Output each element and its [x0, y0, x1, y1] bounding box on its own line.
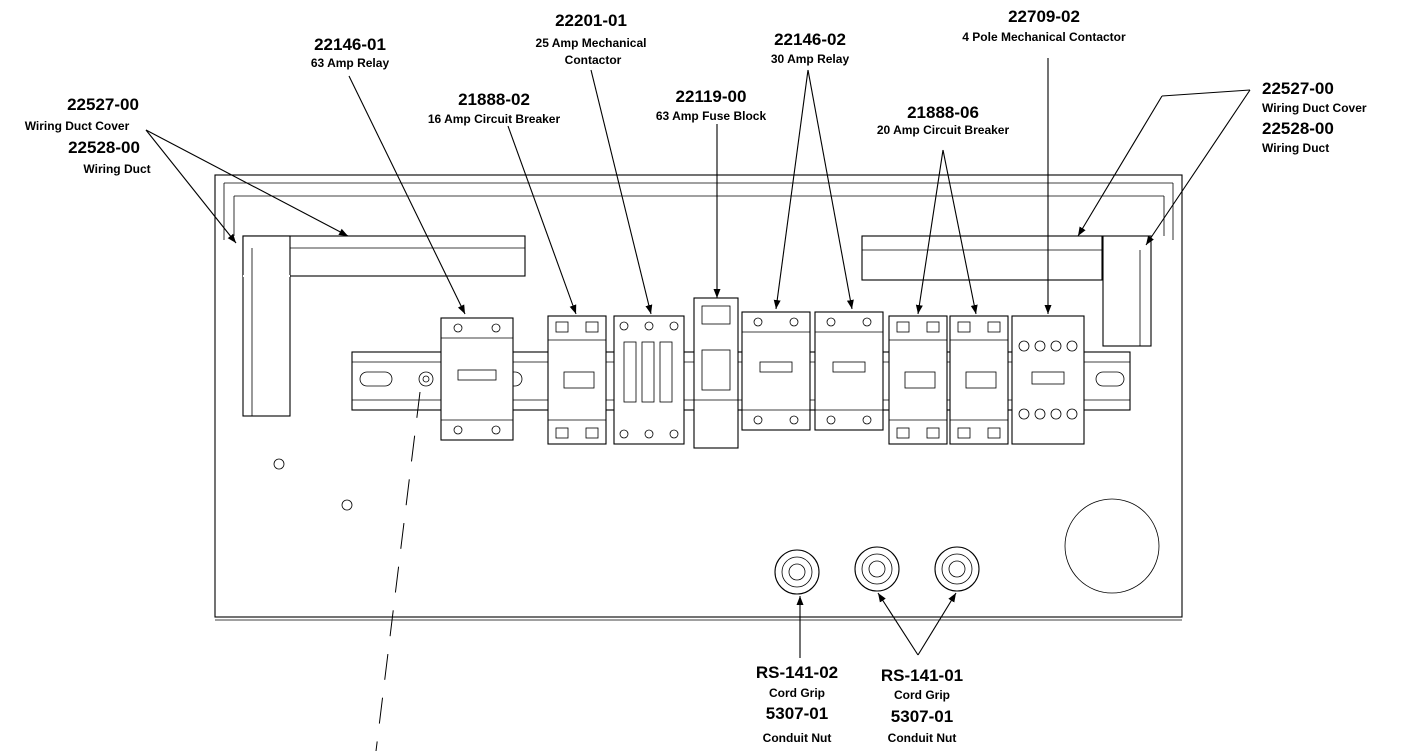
- circuit-breaker-20a-1: [888, 315, 948, 445]
- cord-grip-2: [854, 546, 900, 592]
- part-number: 21888-06: [907, 103, 979, 122]
- part-number: 22527-00: [67, 95, 139, 114]
- part-description: 63 Amp Fuse Block: [656, 109, 767, 123]
- part-description: Wiring Duct: [83, 162, 150, 176]
- wiring-duct-left: [242, 235, 526, 417]
- leader-lines: [145, 58, 1251, 751]
- part-description: Conduit Nut: [888, 731, 957, 745]
- callout-contactor-25a: 22201-01 25 Amp Mechanical Contactor: [536, 11, 647, 67]
- relay-30a-1: [741, 311, 811, 431]
- fuse-block-63a: [693, 297, 739, 449]
- wiring-duct-right: [861, 235, 1152, 347]
- callout-wiring-duct-left: 22527-00 Wiring Duct Cover 22528-00 Wiri…: [25, 95, 151, 176]
- part-number: 5307-01: [766, 704, 828, 723]
- cord-grip-3: [934, 546, 980, 592]
- part-number: 22146-02: [774, 30, 846, 49]
- callout-wiring-duct-right: 22527-00 Wiring Duct Cover 22528-00 Wiri…: [1262, 79, 1367, 155]
- callout-circuit-breaker-16a: 21888-02 16 Amp Circuit Breaker: [428, 90, 561, 126]
- mechanical-contactor-25a: [613, 315, 685, 445]
- part-description: 20 Amp Circuit Breaker: [877, 123, 1010, 137]
- part-number: RS-141-01: [881, 666, 963, 685]
- part-description: Wiring Duct Cover: [1262, 101, 1367, 115]
- enclosure-body: [214, 174, 1183, 621]
- part-number: 22527-00: [1262, 79, 1334, 98]
- callout-relay-30a: 22146-02 30 Amp Relay: [771, 30, 850, 66]
- part-description: Contactor: [565, 53, 622, 67]
- mounting-holes: [273, 458, 1160, 594]
- part-description: 30 Amp Relay: [771, 52, 850, 66]
- contactor-4-pole: [1011, 315, 1085, 445]
- cord-grip-1: [774, 549, 820, 595]
- part-description: Wiring Duct: [1262, 141, 1329, 155]
- part-number: 22119-00: [676, 87, 747, 106]
- callout-fuse-block-63a: 22119-00 63 Amp Fuse Block: [656, 87, 767, 123]
- callout-cord-grip-1: RS-141-01 Cord Grip 5307-01 Conduit Nut: [881, 666, 963, 745]
- part-number: 22528-00: [1262, 119, 1334, 138]
- circuit-breaker-20a-2: [949, 315, 1009, 445]
- part-number: 22709-02: [1008, 7, 1080, 26]
- part-description: Cord Grip: [894, 688, 950, 702]
- circuit-breaker-16a: [547, 315, 607, 445]
- part-number: 22146-01: [314, 35, 386, 54]
- relay-30a-2: [814, 311, 884, 431]
- part-number: 5307-01: [891, 707, 953, 726]
- relay-63a: [440, 317, 514, 441]
- part-number: 22201-01: [555, 11, 627, 30]
- part-description: 63 Amp Relay: [311, 56, 390, 70]
- callout-contactor-4-pole: 22709-02 4 Pole Mechanical Contactor: [962, 7, 1126, 44]
- part-number: 22528-00: [68, 138, 140, 157]
- part-number: 21888-02: [458, 90, 530, 109]
- callout-cord-grip-2: RS-141-02 Cord Grip 5307-01 Conduit Nut: [756, 663, 838, 745]
- part-description: Wiring Duct Cover: [25, 119, 130, 133]
- callout-relay-63a: 22146-01 63 Amp Relay: [311, 35, 390, 70]
- part-description: Conduit Nut: [763, 731, 832, 745]
- part-description: Cord Grip: [769, 686, 825, 700]
- part-description: 25 Amp Mechanical: [536, 36, 647, 50]
- part-description: 16 Amp Circuit Breaker: [428, 112, 561, 126]
- part-number: RS-141-02: [756, 663, 838, 682]
- part-description: 4 Pole Mechanical Contactor: [962, 30, 1126, 44]
- callout-circuit-breaker-20a: 21888-06 20 Amp Circuit Breaker: [877, 103, 1010, 137]
